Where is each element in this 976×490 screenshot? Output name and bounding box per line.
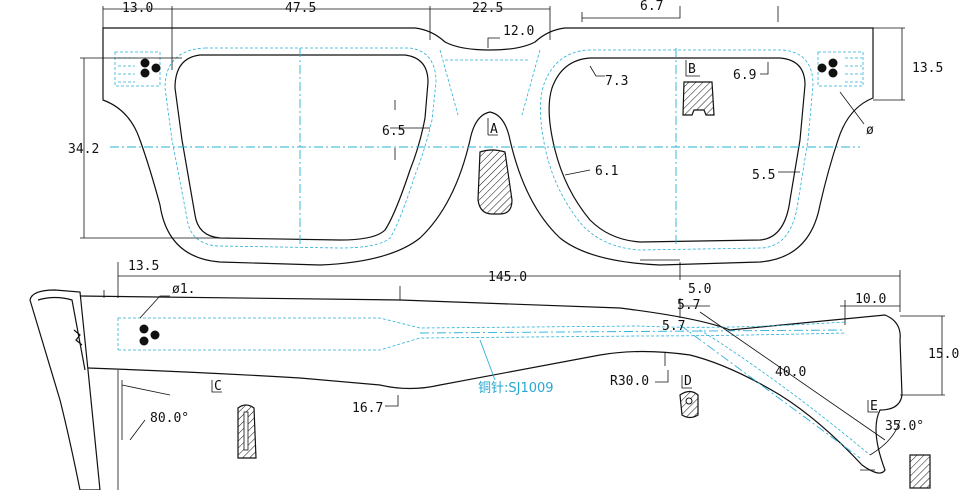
right-hinge [817, 51, 864, 87]
dim-145-0: 145.0 [488, 270, 527, 285]
dim-47-5: 47.5 [285, 1, 316, 16]
label-a: A [490, 122, 498, 137]
section-a [477, 149, 513, 215]
dim-5-7-b: 5.7 [662, 319, 685, 334]
section-c-slot [243, 411, 249, 451]
left-hinge [114, 51, 161, 87]
dim-22-5: 22.5 [472, 1, 503, 16]
pin-hole [817, 63, 827, 73]
dim-5-5: 5.5 [752, 168, 775, 183]
dim-5-0: 5.0 [688, 282, 711, 297]
dim-13-5: 13.5 [128, 259, 159, 274]
dim-35: 35.0° [885, 419, 924, 434]
temple-view: 13.5 145.0 5.0 ø1. 5.7 5.7 10.0 15.0 40.… [29, 259, 959, 490]
temple-core [117, 317, 846, 351]
dim-10-0: 10.0 [855, 292, 886, 307]
label-e: E [870, 399, 878, 414]
pin-hole [140, 68, 150, 78]
right-lens [548, 57, 806, 243]
left-lens [174, 54, 429, 241]
dim-6-7: 6.7 [640, 0, 663, 14]
dim-5-7-a: 5.7 [677, 298, 700, 313]
section-e [909, 454, 931, 489]
pin-hole [139, 324, 149, 334]
dim-12-0: 12.0 [503, 24, 534, 39]
temple-dimensions [103, 262, 945, 490]
dim-13-0: 13.0 [122, 1, 153, 16]
right-lens-inner [540, 49, 814, 251]
pin-hole [139, 336, 149, 346]
dim-6-9: 6.9 [733, 68, 756, 83]
label-b: B [688, 62, 696, 77]
core-leader [479, 339, 496, 381]
temple-core-lower [699, 329, 871, 456]
pin-hole [828, 68, 838, 78]
rim-piece [29, 289, 101, 490]
dim-80: 80.0° [150, 411, 189, 426]
label-c: C [214, 379, 222, 394]
center-line [110, 48, 860, 245]
dim-6-1: 6.1 [595, 164, 618, 179]
dim-34-2: 34.2 [68, 142, 99, 157]
pin-hole [150, 330, 160, 340]
bend-centerline [679, 324, 861, 459]
rim-mark [73, 329, 83, 346]
dim-r30: R30.0 [610, 374, 649, 389]
temple-centerline [419, 329, 846, 334]
front-view: 13.0 47.5 22.5 12.0 6.7 13.5 34.2 7.3 6.… [68, 0, 943, 280]
rim-piece-inner [37, 296, 86, 371]
dim-13-5-right: 13.5 [912, 61, 943, 76]
section-d-hole [685, 397, 693, 405]
dim-7-3: 7.3 [605, 74, 628, 89]
frame-outline [102, 27, 874, 266]
core-wire-label: 铜针:SJ1009 [478, 381, 554, 396]
pin-hole [140, 58, 150, 68]
pin-hole [151, 63, 161, 73]
left-lens-inner [164, 47, 437, 249]
bridge-hidden [439, 49, 541, 116]
front-dimensions [80, 6, 905, 280]
section-b [682, 81, 715, 116]
dim-16-7: 16.7 [352, 401, 383, 416]
dim-40-0: 40.0 [775, 365, 806, 380]
temple-outline [79, 295, 903, 474]
dim-phi1: ø1. [172, 282, 195, 297]
pin-hole [828, 58, 838, 68]
dim-6-5: 6.5 [382, 124, 405, 139]
label-d: D [684, 374, 692, 389]
dim-phi: ø [866, 123, 874, 138]
dim-15-0: 15.0 [928, 347, 959, 362]
